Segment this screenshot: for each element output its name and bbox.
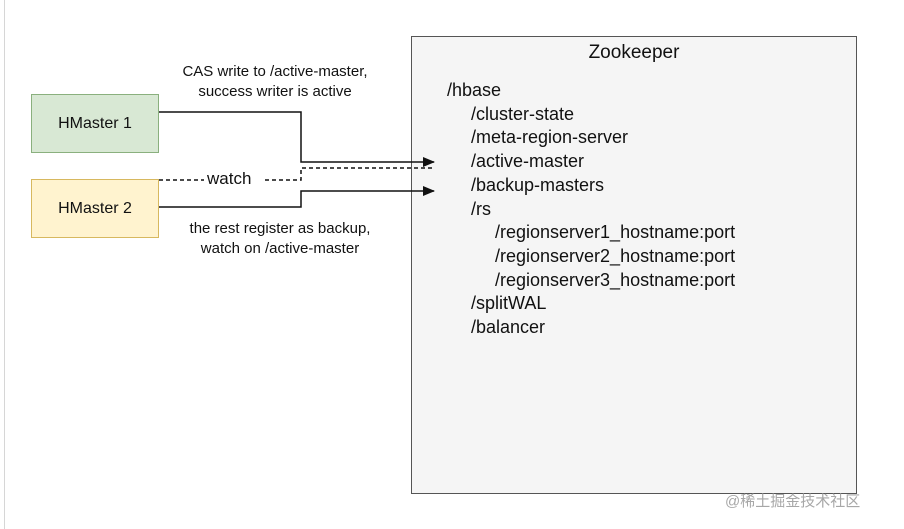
backup-note: the rest register as backup, watch on /a… [160,219,400,259]
hmaster-1-label: HMaster 1 [58,114,132,132]
cas-note-line-2: success writer is active [198,83,352,100]
znode-item: /regionserver1_hostname:port [495,222,736,243]
znode-item: /active-master [471,151,585,172]
hmaster-2-label: HMaster 2 [58,199,132,217]
zookeeper-container: Zookeeper /hbase/cluster-state/meta-regi… [411,36,857,494]
cas-write-note: CAS write to /active-master, success wri… [158,62,392,102]
znode-item: /meta-region-server [471,127,629,148]
znode-item: /regionserver3_hostname:port [495,269,736,290]
znode-item: /backup-masters [471,174,605,195]
cas-write-arrow [159,111,435,167]
watch-label: watch [205,169,254,189]
znode-item: /regionserver2_hostname:port [495,245,736,266]
watch-connector-right [265,167,434,181]
hmaster-2-node: HMaster 2 [31,179,159,238]
watermark: @稀土掘金技术社区 [725,493,861,510]
znode-item: /balancer [471,317,546,338]
backup-register-arrow [159,186,435,208]
page-edge-rule [4,0,5,529]
znode-item: /cluster-state [471,103,575,124]
znode-item: /rs [471,198,491,219]
cas-note-line-1: CAS write to /active-master, [182,63,368,80]
znode-tree: /hbase/cluster-state/meta-region-server /… [447,79,735,340]
znode-item: /hbase [447,80,502,100]
zookeeper-title: Zookeeper [588,42,680,63]
backup-note-line-1: the rest register as backup, [189,220,371,237]
znode-item: /splitWAL [471,293,547,314]
backup-note-line-2: watch on /active-master [200,240,360,257]
hmaster-1-node: HMaster 1 [31,94,159,153]
